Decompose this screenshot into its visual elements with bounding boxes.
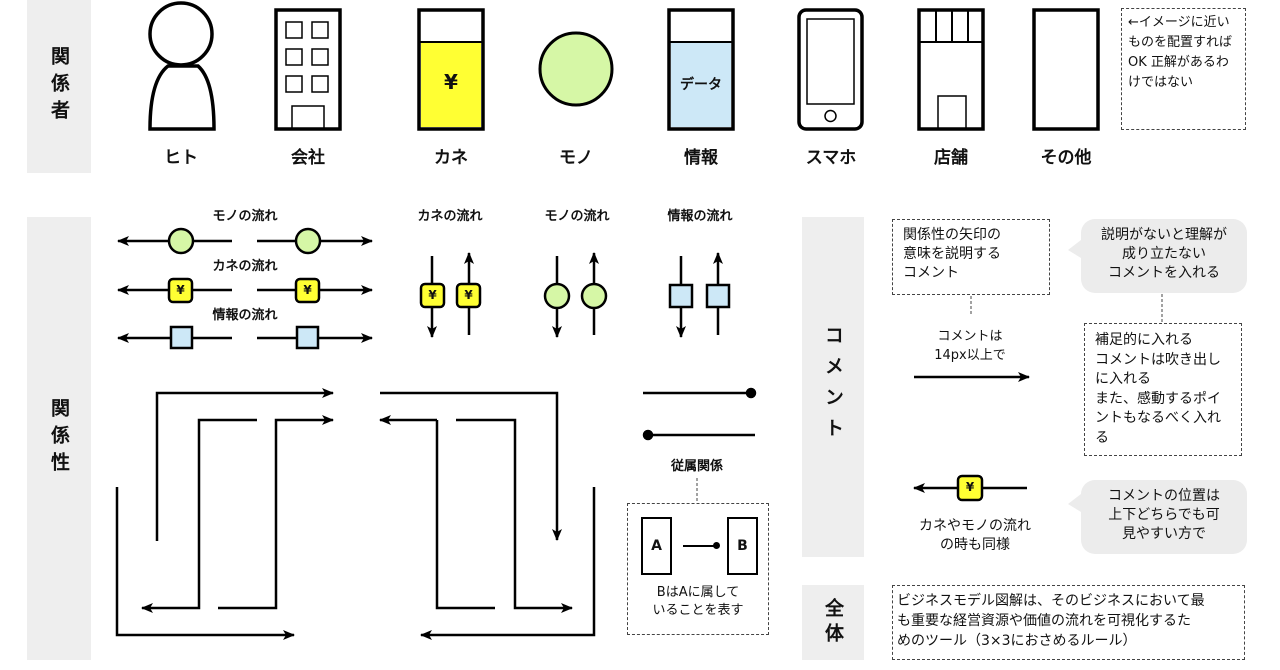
subordinate-caption: BはAに属して いることを表す (628, 584, 768, 620)
stakeholder-label-money: カネ (434, 148, 468, 168)
overall-description: ビジネスモデル図解は、そのビジネスにおいて最 も重要な経営資源や価値の流れを可視… (892, 585, 1245, 660)
building-icon (274, 8, 342, 131)
stakeholder-icons (148, 1, 1100, 131)
connector-arrow (435, 420, 495, 610)
other-icon (1032, 8, 1100, 131)
stakeholder-note: ←イメージに近いものを配置すればOK 正解があるわけではない (1121, 8, 1246, 130)
comment-line: コメントを入れる (1108, 265, 1220, 281)
flow-title-money-v: カネの流れ (417, 209, 483, 224)
stakeholder-label-company: 会社 (291, 148, 325, 168)
money-symbol: ¥ (444, 70, 458, 94)
money-icon (417, 8, 485, 131)
comment-line: コメントの位置は (1108, 488, 1220, 504)
connector-arrow (218, 415, 334, 610)
comment-size-rule: コメントは 14px以上で (900, 327, 1040, 365)
goods-marker (294, 227, 322, 255)
comment-line: の時も同様 (940, 537, 1010, 553)
section-label-relationships: 関係性 (27, 217, 91, 660)
person-icon (148, 1, 216, 131)
comment-supplement: 補足的に入れる コメントは吹き出し に入れる また、感動するポイ ントもなるべく… (1084, 323, 1242, 456)
section-label-text: 関係性 (48, 398, 70, 479)
link-line (683, 545, 715, 547)
store-icon (917, 8, 985, 131)
connector-arrow (456, 418, 573, 613)
connector-arrow (420, 487, 596, 640)
caption-line: BはAに属して (656, 585, 740, 600)
overall-line: めのツール（3×3におさめるルール） (897, 633, 1137, 649)
comment-line: 意味を説明する (903, 246, 1001, 262)
caption-line: いることを表す (652, 603, 744, 618)
goods-marker (543, 282, 571, 310)
comment-line: に入れる (1095, 371, 1151, 387)
link-dot (713, 542, 720, 549)
comment-line: ントもなるべく入れ (1095, 410, 1221, 426)
info-marker (705, 283, 731, 309)
subordinate-lines (642, 387, 757, 441)
connector-arrows (115, 388, 596, 640)
connector-arrow (141, 418, 257, 613)
connector-arrow (115, 487, 295, 640)
comment-line: コメント (903, 265, 959, 281)
section-label-text: 関係者 (48, 46, 70, 127)
stakeholder-label-store: 店舗 (934, 148, 968, 168)
yen-symbol: ¥ (965, 480, 975, 494)
stakeholder-label-goods: モノ (559, 148, 593, 168)
smartphone-icon (797, 8, 864, 131)
comment-line: また、感動するポイ (1095, 390, 1221, 407)
comment-line: カネやモノの流れ (919, 518, 1031, 534)
yen-symbol: ¥ (303, 283, 312, 297)
comment-line: 上下どちらでも可 (1108, 507, 1220, 523)
subordinate-title: 従属関係 (670, 459, 723, 474)
comment-line: コメントは (937, 329, 1003, 344)
comment-bubble-position: コメントの位置は 上下どちらでも可 見やすい方で (1081, 480, 1247, 554)
comment-line: 補足的に入れる (1095, 332, 1193, 348)
yen-symbol: ¥ (464, 288, 473, 302)
flow-title-goods-v: モノの流れ (544, 209, 610, 224)
data-symbol: データ (680, 77, 722, 93)
flow-title-info-v: 情報の流れ (667, 209, 733, 224)
goods-icon (538, 31, 614, 107)
flow-title-goods-h: モノの流れ (212, 209, 278, 224)
info-marker (169, 325, 194, 350)
section-label-text: コメント (822, 325, 844, 449)
comment-line: 説明がないと理解が (1101, 227, 1227, 243)
info-marker (668, 283, 694, 309)
flow-title-info-h: 情報の流れ (212, 308, 278, 323)
connector-arrow (380, 391, 562, 541)
comment-line: 関係性の矢印の (903, 227, 1001, 243)
stakeholder-label-person: ヒト (164, 148, 198, 168)
comment-line: 14px以上で (934, 348, 1006, 363)
goods-marker (580, 282, 608, 310)
bubble-tail (1068, 240, 1081, 258)
comment-line: る (1095, 429, 1109, 446)
yen-symbol: ¥ (428, 288, 437, 302)
overall-line: も重要な経営資源や価値の流れを可視化するた (897, 613, 1191, 629)
goods-marker (167, 227, 195, 255)
section-label-comments: コメント (802, 217, 864, 557)
section-label-overall: 全体 (802, 585, 864, 660)
comment-arrow-meaning: 関係性の矢印の 意味を説明する コメント (892, 219, 1050, 295)
yen-symbol: ¥ (176, 283, 185, 297)
entity-b: B (727, 517, 758, 575)
stakeholder-label-other: その他 (1040, 148, 1092, 168)
stakeholder-label-smartphone: スマホ (805, 148, 857, 168)
connector-arrow (155, 388, 334, 541)
bubble-tail (1068, 494, 1081, 512)
data-icon (667, 8, 735, 131)
comment-line: 成り立たない (1122, 246, 1206, 262)
comment-same-for-flows: カネやモノの流れ の時も同様 (900, 517, 1050, 555)
comment-bubble-required: 説明がないと理解が 成り立たない コメントを入れる (1081, 219, 1247, 293)
overall-line: ビジネスモデル図解は、そのビジネスにおいて最 (897, 593, 1205, 609)
entity-a: A (641, 517, 672, 575)
comment-line: 見やすい方で (1122, 526, 1206, 542)
flow-title-money-h: カネの流れ (212, 259, 278, 274)
subordinate-box: A B BはAに属して いることを表す (627, 503, 769, 635)
section-label-stakeholders: 関係者 (27, 0, 91, 173)
comment-line: コメントは吹き出し (1095, 351, 1221, 368)
stakeholder-label-info: 情報 (684, 148, 718, 168)
info-marker (295, 325, 320, 350)
section-label-text: 全体 (822, 597, 844, 648)
